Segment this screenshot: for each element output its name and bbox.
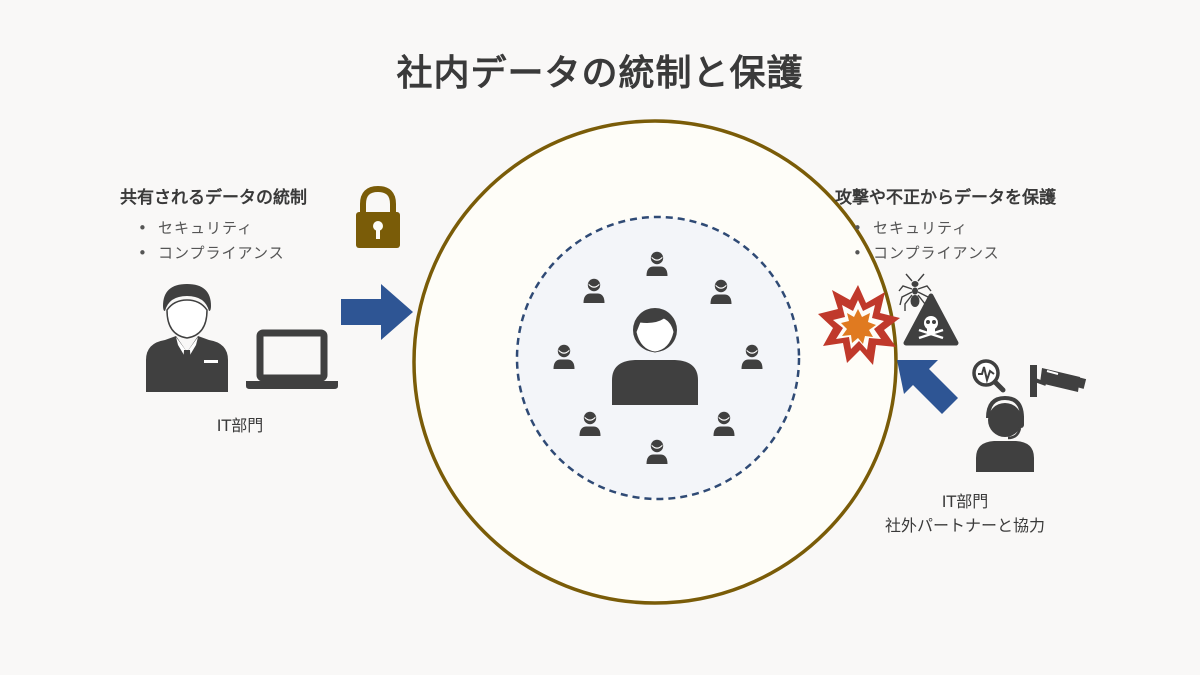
right-caption-line1: IT部門 (941, 492, 989, 511)
businessman-icon (146, 284, 228, 392)
right-info-panel: 攻撃や不正からデータを保護 セキュリティ コンプライアンス (835, 183, 1056, 266)
right-caption: IT部門 社外パートナーと協力 (860, 490, 1070, 538)
ant-bug-icon (898, 273, 932, 311)
explosion-icon (818, 285, 900, 365)
center-user-icon (612, 308, 698, 405)
left-info-panel: 共有されるデータの統制 セキュリティ コンプライアンス (120, 183, 307, 266)
arrow-right-icon (341, 284, 413, 340)
left-caption: IT部門 (216, 416, 264, 435)
skull-warning-icon (903, 293, 959, 346)
left-bullet-compliance: コンプライアンス (138, 241, 307, 266)
right-bullet-security: セキュリティ (853, 216, 1056, 241)
left-heading: 共有されるデータの統制 (120, 188, 307, 208)
headset-analyst-icon (976, 395, 1034, 472)
security-camera-icon (1030, 365, 1087, 397)
magnifier-icon (972, 359, 1006, 393)
right-caption-line2: 社外パートナーと協力 (884, 516, 1045, 535)
left-bullet-list: セキュリティ コンプライアンス (120, 216, 307, 266)
arrow-up-left-icon (897, 360, 958, 414)
page-title: 社内データの統制と保護 (396, 53, 804, 94)
right-bullet-list: セキュリティ コンプライアンス (835, 216, 1056, 266)
right-bullet-compliance: コンプライアンス (853, 241, 1056, 266)
laptop-icon (246, 329, 338, 389)
right-heading: 攻撃や不正からデータを保護 (835, 188, 1056, 208)
padlock-icon (356, 185, 400, 248)
left-bullet-security: セキュリティ (138, 216, 307, 241)
